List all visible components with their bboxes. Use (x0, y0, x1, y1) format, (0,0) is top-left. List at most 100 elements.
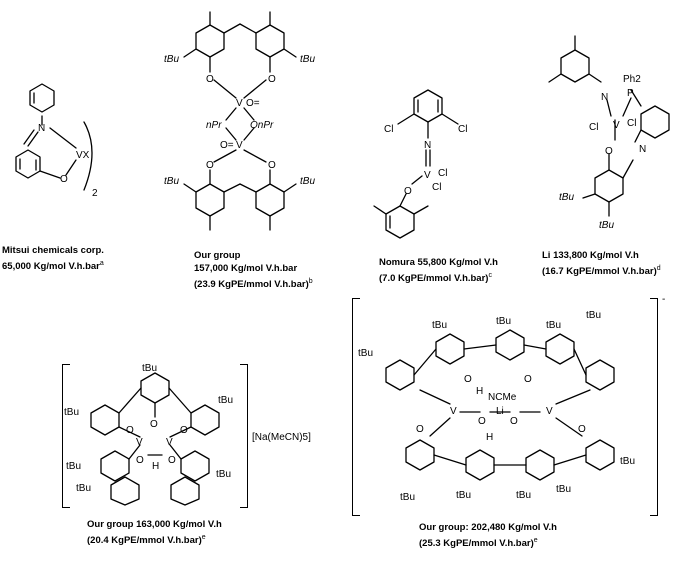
na-counterion-label: [Na(MeCN)5] (252, 432, 311, 443)
nomura-caption-line2: (7.0 KgPE/mmol V.h.bar)c (379, 272, 492, 285)
li-complex-tbu-label-10: tBu (556, 484, 571, 495)
nomura-o-label: O (404, 186, 412, 197)
mitsui-structure: N O VX 2 (15, 83, 98, 199)
nomura-cl-label-1: Cl (384, 124, 393, 135)
li-p-label: P (627, 88, 634, 99)
dimer-v-label-1: V (236, 98, 243, 109)
dimer-npr-label: nPr (206, 120, 222, 131)
dimer-caption-line3: (23.9 KgPE/mmol V.h.bar)b (194, 278, 313, 291)
li-complex-h-label-1: H (476, 386, 483, 397)
li-cl-label-2: Cl (627, 118, 636, 129)
na-tbu-label-3: tBu (218, 395, 233, 406)
na-tbu-label-2: tBu (64, 407, 79, 418)
na-h-label: H (152, 461, 159, 472)
dimer-oeq-label-1: O= (246, 98, 260, 109)
na-complex-right-bracket (240, 364, 248, 508)
li-complex-caption-line1: Our group: 202,480 Kg/mol V.h (419, 522, 557, 533)
nomura-n-label: N (424, 140, 431, 151)
mitsui-caption-line2: 65,000 Kg/mol V.h.bara (2, 260, 104, 273)
li-atom-labels: Ph2 P N V Cl Cl N O tBu tBu (559, 74, 646, 231)
mitsui-caption-line1: Mitsui chemicals corp. (2, 245, 104, 256)
dimer-o-label-4: O (268, 160, 276, 171)
li-complex-o-label-1: O (464, 374, 472, 385)
li-tbu-label-2: tBu (599, 220, 614, 231)
our-group-na-structure: tBu tBu tBu tBu tBu tBu V V O O O O O H (64, 363, 233, 506)
li-caption-line1: Li 133,800 Kg/mol V.h (542, 250, 639, 261)
na-complex-left-bracket (62, 364, 70, 508)
na-o-label-4: O (136, 455, 144, 466)
dimer-o-label-3: O (206, 160, 214, 171)
li-complex-h-label-2: H (486, 432, 493, 443)
li-complex-tbu-label-8: tBu (456, 490, 471, 501)
li-caption: Li 133,800 Kg/mol V.h (16.7 KgPE/mmol V.… (542, 249, 661, 278)
li-n-label-1: N (601, 92, 608, 103)
li-complex-o-label-4: O (510, 416, 518, 427)
li-complex-o-label-6: O (578, 424, 586, 435)
nomura-structure: Cl Cl N V O Cl Cl (373, 89, 467, 239)
li-complex-caption-line2: (25.3 KgPE/mmol V.h.bar)e (419, 537, 538, 550)
na-o-label-1: O (150, 419, 158, 430)
li-structure: Ph2 P N V Cl Cl N O tBu tBu (548, 35, 670, 231)
mitsui-caption: Mitsui chemicals corp. 65,000 Kg/mol V.h… (2, 244, 104, 273)
li-complex-o-label-5: O (416, 424, 424, 435)
dimer-caption: Our group 157,000 Kg/mol V.h.bar (23.9 K… (194, 249, 313, 291)
dimer-atom-labels: tBu tBu tBu tBu O O V O= nPr OnPr O= V O… (164, 54, 315, 187)
na-complex-caption-line2: (20.4 KgPE/mmol V.h.bar)e (87, 534, 206, 547)
na-o-label-3: O (180, 425, 188, 436)
our-group-li-structure: tBu tBu tBu tBu tBu tBu tBu tBu tBu tBu … (358, 310, 635, 503)
li-complex-li-label: Li (496, 406, 504, 417)
li-cl-label-1: Cl (589, 122, 598, 133)
nomura-cl-label-3: Cl (438, 168, 447, 179)
li-ph2-label: Ph2 (623, 74, 641, 85)
li-complex-v-label-2: V (546, 406, 553, 417)
li-complex-tbu-label-7: tBu (400, 492, 415, 503)
nomura-caption-line1: Nomura 55,800 Kg/mol V.h (379, 257, 498, 268)
mitsui-atom-labels: N O VX 2 (38, 123, 98, 199)
mitsui-n-label: N (38, 123, 45, 134)
dimer-caption-line2: 157,000 Kg/mol V.h.bar (194, 263, 298, 274)
na-o-label-2: O (126, 425, 134, 436)
na-complex-caption: Our group 163,000 Kg/mol V.h (20.4 KgPE/… (87, 518, 222, 547)
dimer-caption-line1: Our group (194, 250, 241, 261)
dimer-tbu-label-4: tBu (300, 176, 315, 187)
li-complex-tbu-label-2: tBu (496, 316, 511, 327)
dimer-tbu-label-1: tBu (164, 54, 179, 65)
nomura-atom-labels: Cl Cl N V O Cl Cl (384, 124, 467, 197)
na-tbu-label-1: tBu (142, 363, 157, 374)
li-complex-right-bracket (650, 298, 658, 516)
nomura-cl-label-4: Cl (432, 182, 441, 193)
dimer-v-label-2: V (236, 140, 243, 151)
mitsui-o-label: O (60, 174, 68, 185)
li-complex-caption: Our group: 202,480 Kg/mol V.h (25.3 KgPE… (419, 521, 557, 550)
li-complex-tbu-label-6: tBu (620, 456, 635, 467)
dimer-onpr-label: OnPr (250, 120, 274, 131)
dimer-o-label-2: O (268, 74, 276, 85)
dimer-o-label-1: O (206, 74, 214, 85)
na-v-label-1: V (136, 437, 143, 448)
li-complex-tbu-label-3: tBu (546, 320, 561, 331)
na-v-label-2: V (166, 437, 173, 448)
mitsui-subscript-label: 2 (92, 188, 98, 199)
li-complex-tbu-label-1: tBu (432, 320, 447, 331)
dimer-tbu-label-2: tBu (300, 54, 315, 65)
li-complex-tbu-label-4: tBu (586, 310, 601, 321)
li-complex-left-bracket (352, 298, 360, 516)
dimer-tbu-label-3: tBu (164, 176, 179, 187)
our-group-dimer-structure: tBu tBu tBu tBu O O V O= nPr OnPr O= V O… (164, 11, 315, 231)
li-o-label: O (605, 146, 613, 157)
na-complex-caption-line1: Our group 163,000 Kg/mol V.h (87, 519, 222, 530)
mitsui-metal-label: VX (76, 150, 90, 161)
li-tbu-label-1: tBu (559, 192, 574, 203)
nomura-v-label: V (424, 170, 431, 181)
na-tbu-label-5: tBu (216, 469, 231, 480)
li-complex-o-label-3: O (478, 416, 486, 427)
li-complex-o-label-2: O (524, 374, 532, 385)
li-complex-v-label-1: V (450, 406, 457, 417)
li-n-label-2: N (639, 144, 646, 155)
na-atom-labels: tBu tBu tBu tBu tBu tBu V V O O O O O H (64, 363, 233, 494)
nomura-caption: Nomura 55,800 Kg/mol V.h (7.0 KgPE/mmol … (379, 256, 498, 285)
li-complex-ncme-label: NCMe (488, 392, 517, 403)
dimer-oeq-label-2: O= (220, 140, 234, 151)
na-tbu-label-6: tBu (76, 483, 91, 494)
li-v-label: V (613, 120, 620, 131)
